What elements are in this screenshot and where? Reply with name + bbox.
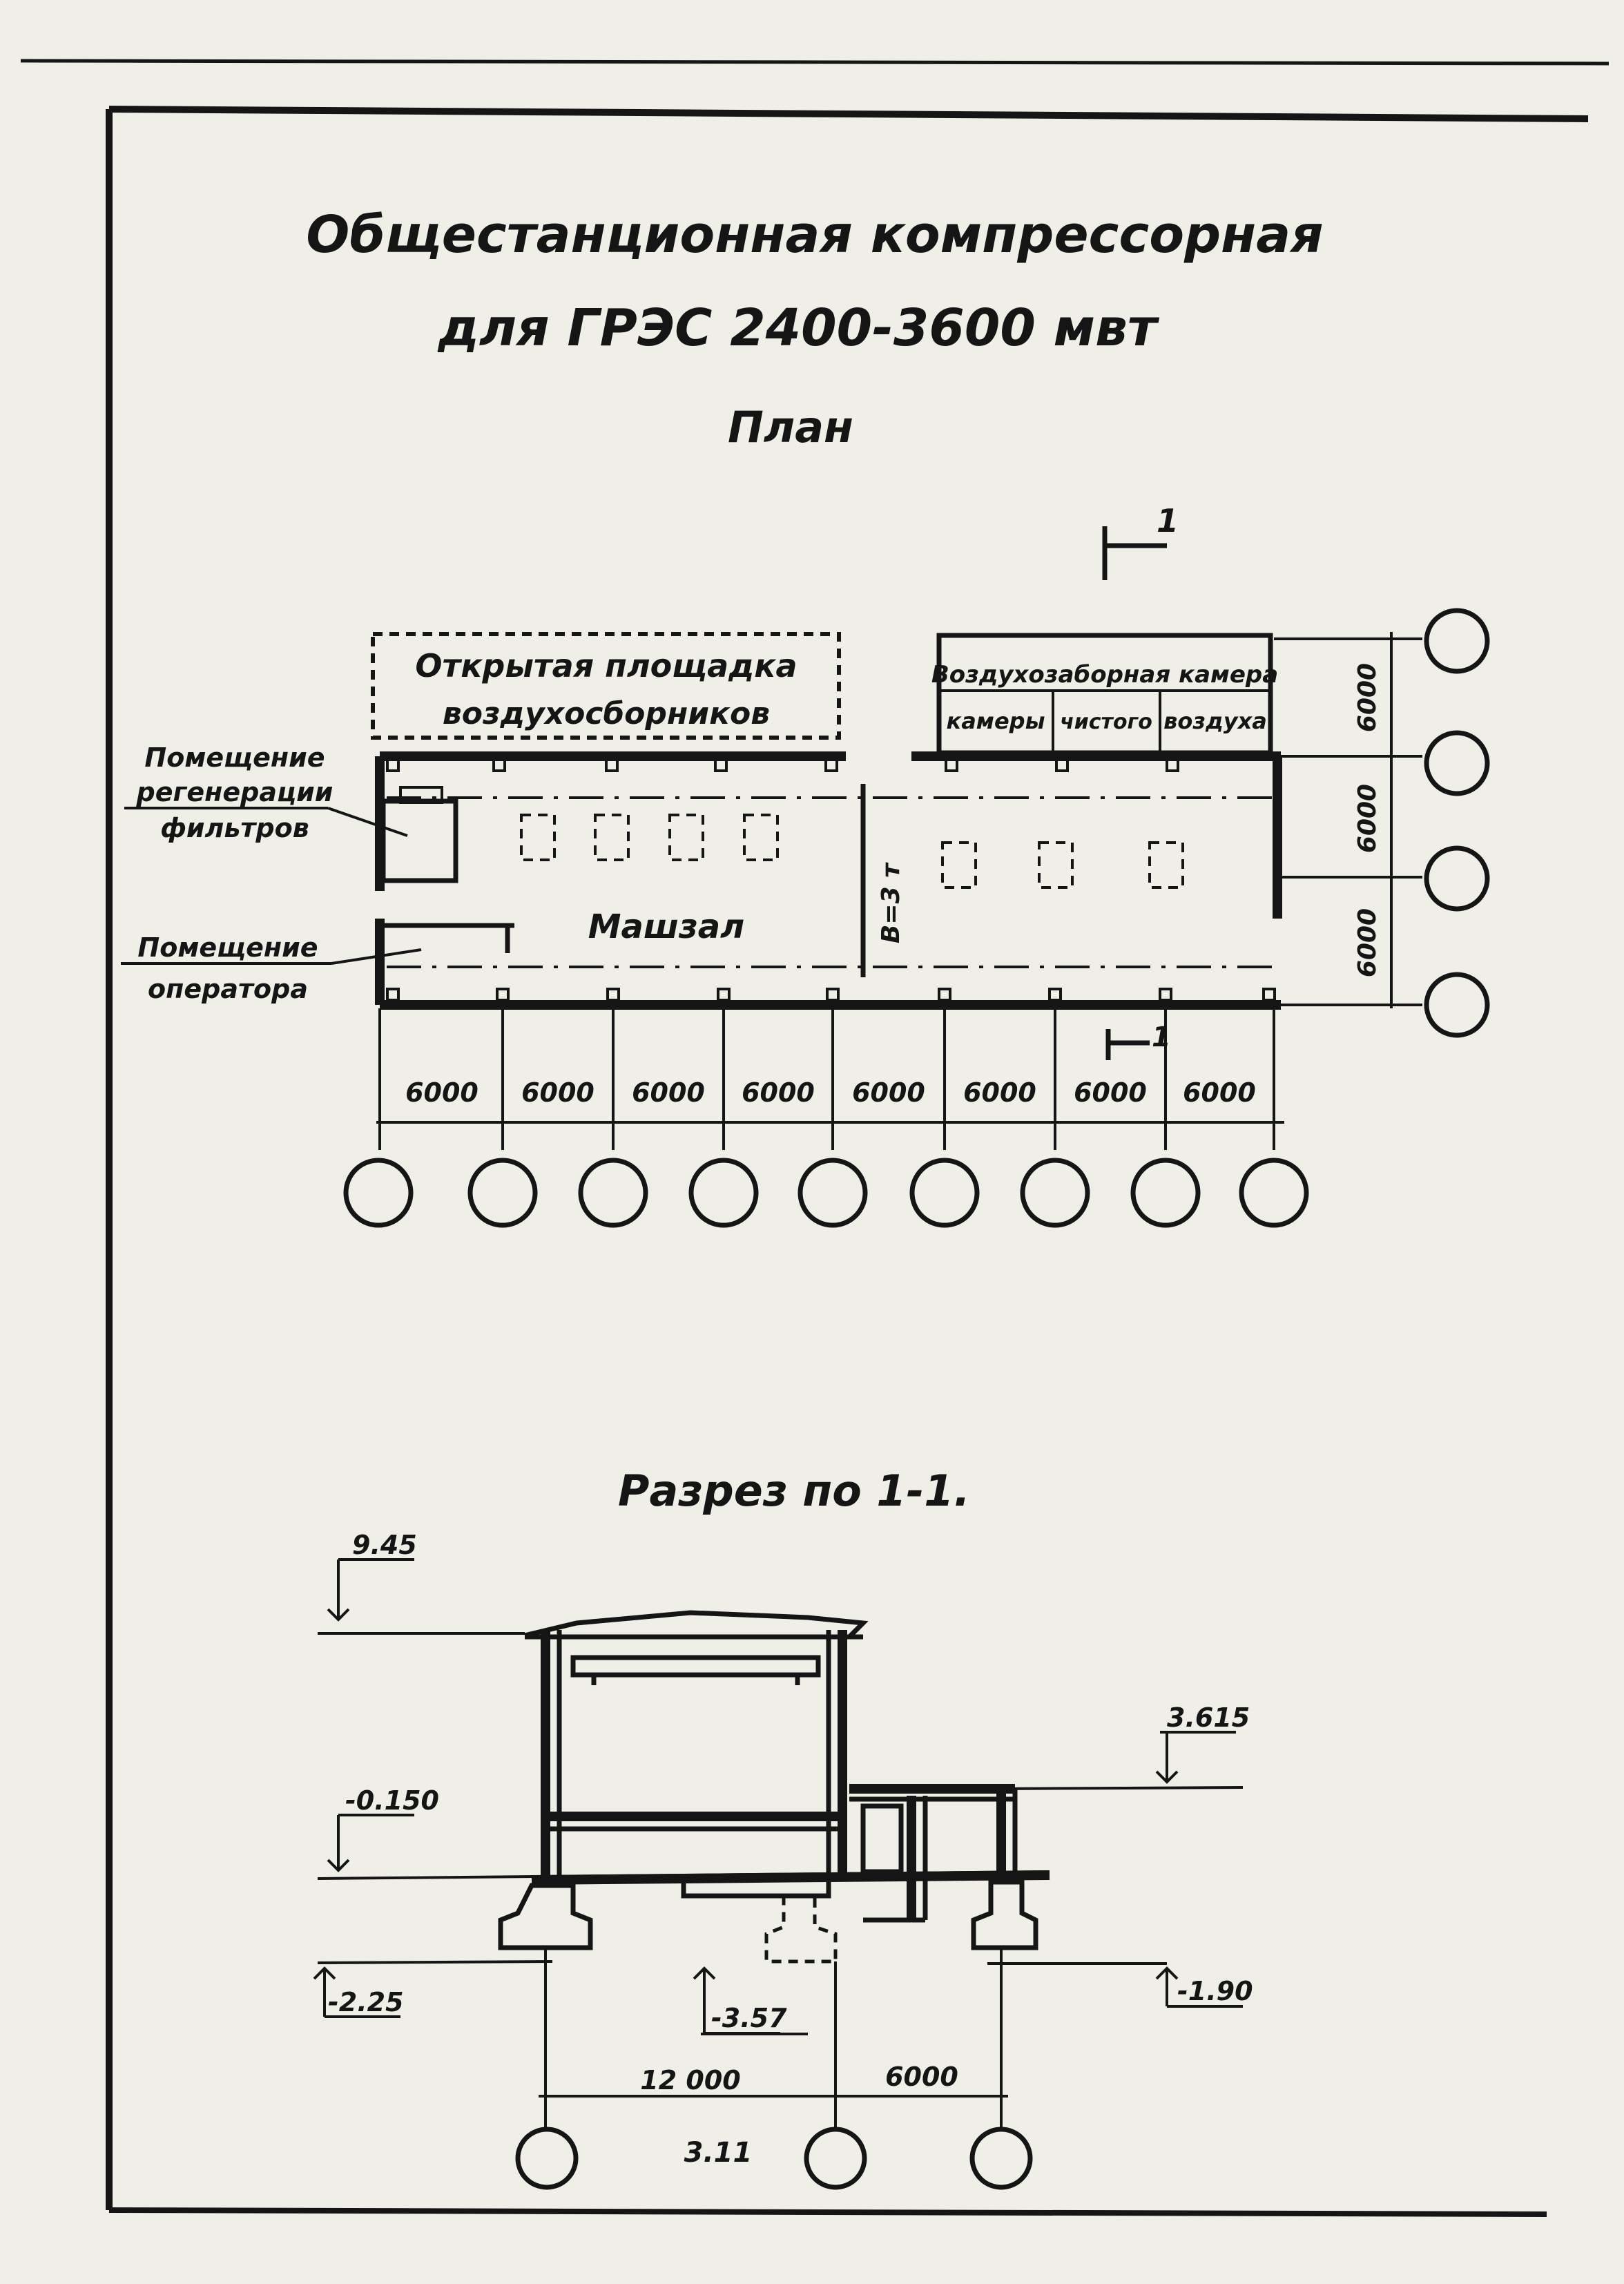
- section-marker-top: 1: [1102, 502, 1179, 580]
- open-area-label-2: воздухосборников: [443, 696, 770, 731]
- axis-bubble: [969, 2127, 1033, 2190]
- axis-bubble: [1239, 1158, 1309, 1228]
- operator-room-callout: Помещение оператора: [121, 932, 422, 1004]
- span-8: 6000: [1183, 1077, 1256, 1108]
- right-dimension-chain: 6000 6000 6000: [1274, 608, 1490, 1038]
- plan-heading: План: [728, 402, 853, 452]
- axis-bubble: [1424, 608, 1490, 674]
- span-1: 6000: [405, 1077, 478, 1108]
- level-top: 9.45: [352, 1530, 417, 1560]
- axis-bubble: [1020, 1158, 1090, 1228]
- frame-top: [108, 106, 1589, 122]
- axis-bubble: [688, 1158, 759, 1228]
- frame-bottom: [108, 2207, 1547, 2217]
- svg-text:Помещение: Помещение: [137, 932, 318, 963]
- level-mid: 3.615: [1167, 1702, 1250, 1733]
- span-2: 6000: [521, 1077, 594, 1108]
- axis-bubble: [1424, 845, 1490, 912]
- top-edge-line: [20, 59, 1610, 66]
- svg-text:оператора: оператора: [148, 974, 308, 1004]
- axis-bubble: [804, 2127, 867, 2190]
- axis-bubble: [578, 1158, 648, 1228]
- bottom-dimension-chain: 6000 6000 6000 6000 6000 6000 6000 6000: [343, 1008, 1309, 1228]
- span-7: 6000: [1074, 1077, 1147, 1108]
- level-left-foundation: -2.25: [328, 1987, 404, 2017]
- svg-text:1: 1: [1157, 502, 1179, 539]
- building-plan: Машзал В=3 т: [375, 751, 1282, 1010]
- axis-bubble: [515, 2127, 579, 2190]
- section-heading: Разрез по 1-1.: [618, 1466, 970, 1516]
- axis-bubble: [1130, 1158, 1201, 1228]
- title-line1: Общестанционная компрессорная: [306, 205, 1323, 265]
- svg-text:1: 1: [1152, 1021, 1171, 1053]
- air-intake-chamber: Воздухозаборная камера камеры чистого во…: [931, 633, 1278, 756]
- axis-bubble: [909, 1158, 980, 1228]
- machine-hall-label: Машзал: [588, 908, 745, 946]
- level-center-foundation: -3.57: [711, 2003, 787, 2033]
- chamber-cell-1: камеры: [946, 708, 1045, 734]
- side-span-3: 6000: [1353, 908, 1382, 977]
- regen-room-callout: Помещение регенерации фильтров: [124, 742, 408, 843]
- axis-bubble: [343, 1158, 414, 1228]
- side-span-1: 6000: [1353, 663, 1382, 732]
- chamber-label: Воздухозаборная камера: [931, 661, 1278, 689]
- axis-bubble: [1424, 730, 1490, 796]
- open-area-outline: [371, 632, 841, 740]
- title-line2: для ГРЭС 2400-3600 мвт: [437, 298, 1160, 358]
- section-drawing: 9.45 3.615 -0.150 -2.25 -3.57 -1.90 12 0…: [313, 1530, 1253, 2190]
- axis-bubble: [1424, 972, 1490, 1038]
- axis-bubble: [467, 1158, 538, 1228]
- span-6: 6000: [963, 1077, 1036, 1108]
- section-span-1: 12 000: [640, 2065, 740, 2095]
- axis-bubble: [798, 1158, 868, 1228]
- svg-text:Помещение: Помещение: [144, 742, 325, 773]
- side-span-2: 6000: [1353, 784, 1382, 853]
- chamber-cell-3: воздуха: [1163, 708, 1267, 734]
- level-floor: -0.150: [345, 1785, 439, 1816]
- svg-text:регенерации: регенерации: [136, 777, 334, 807]
- section-marker-bottom: 1: [1105, 1021, 1171, 1060]
- open-area-label-1: Открытая площадка: [415, 647, 797, 684]
- page-number: 3.11: [684, 2137, 753, 2169]
- span-5: 6000: [852, 1077, 925, 1108]
- opening-label: В=3 т: [877, 862, 905, 943]
- span-3: 6000: [632, 1077, 705, 1108]
- chamber-cell-2: чистого: [1060, 710, 1152, 734]
- section-span-2: 6000: [885, 2062, 958, 2092]
- level-right-foundation: -1.90: [1177, 1976, 1253, 2006]
- span-4: 6000: [742, 1077, 815, 1108]
- svg-text:фильтров: фильтров: [160, 813, 309, 843]
